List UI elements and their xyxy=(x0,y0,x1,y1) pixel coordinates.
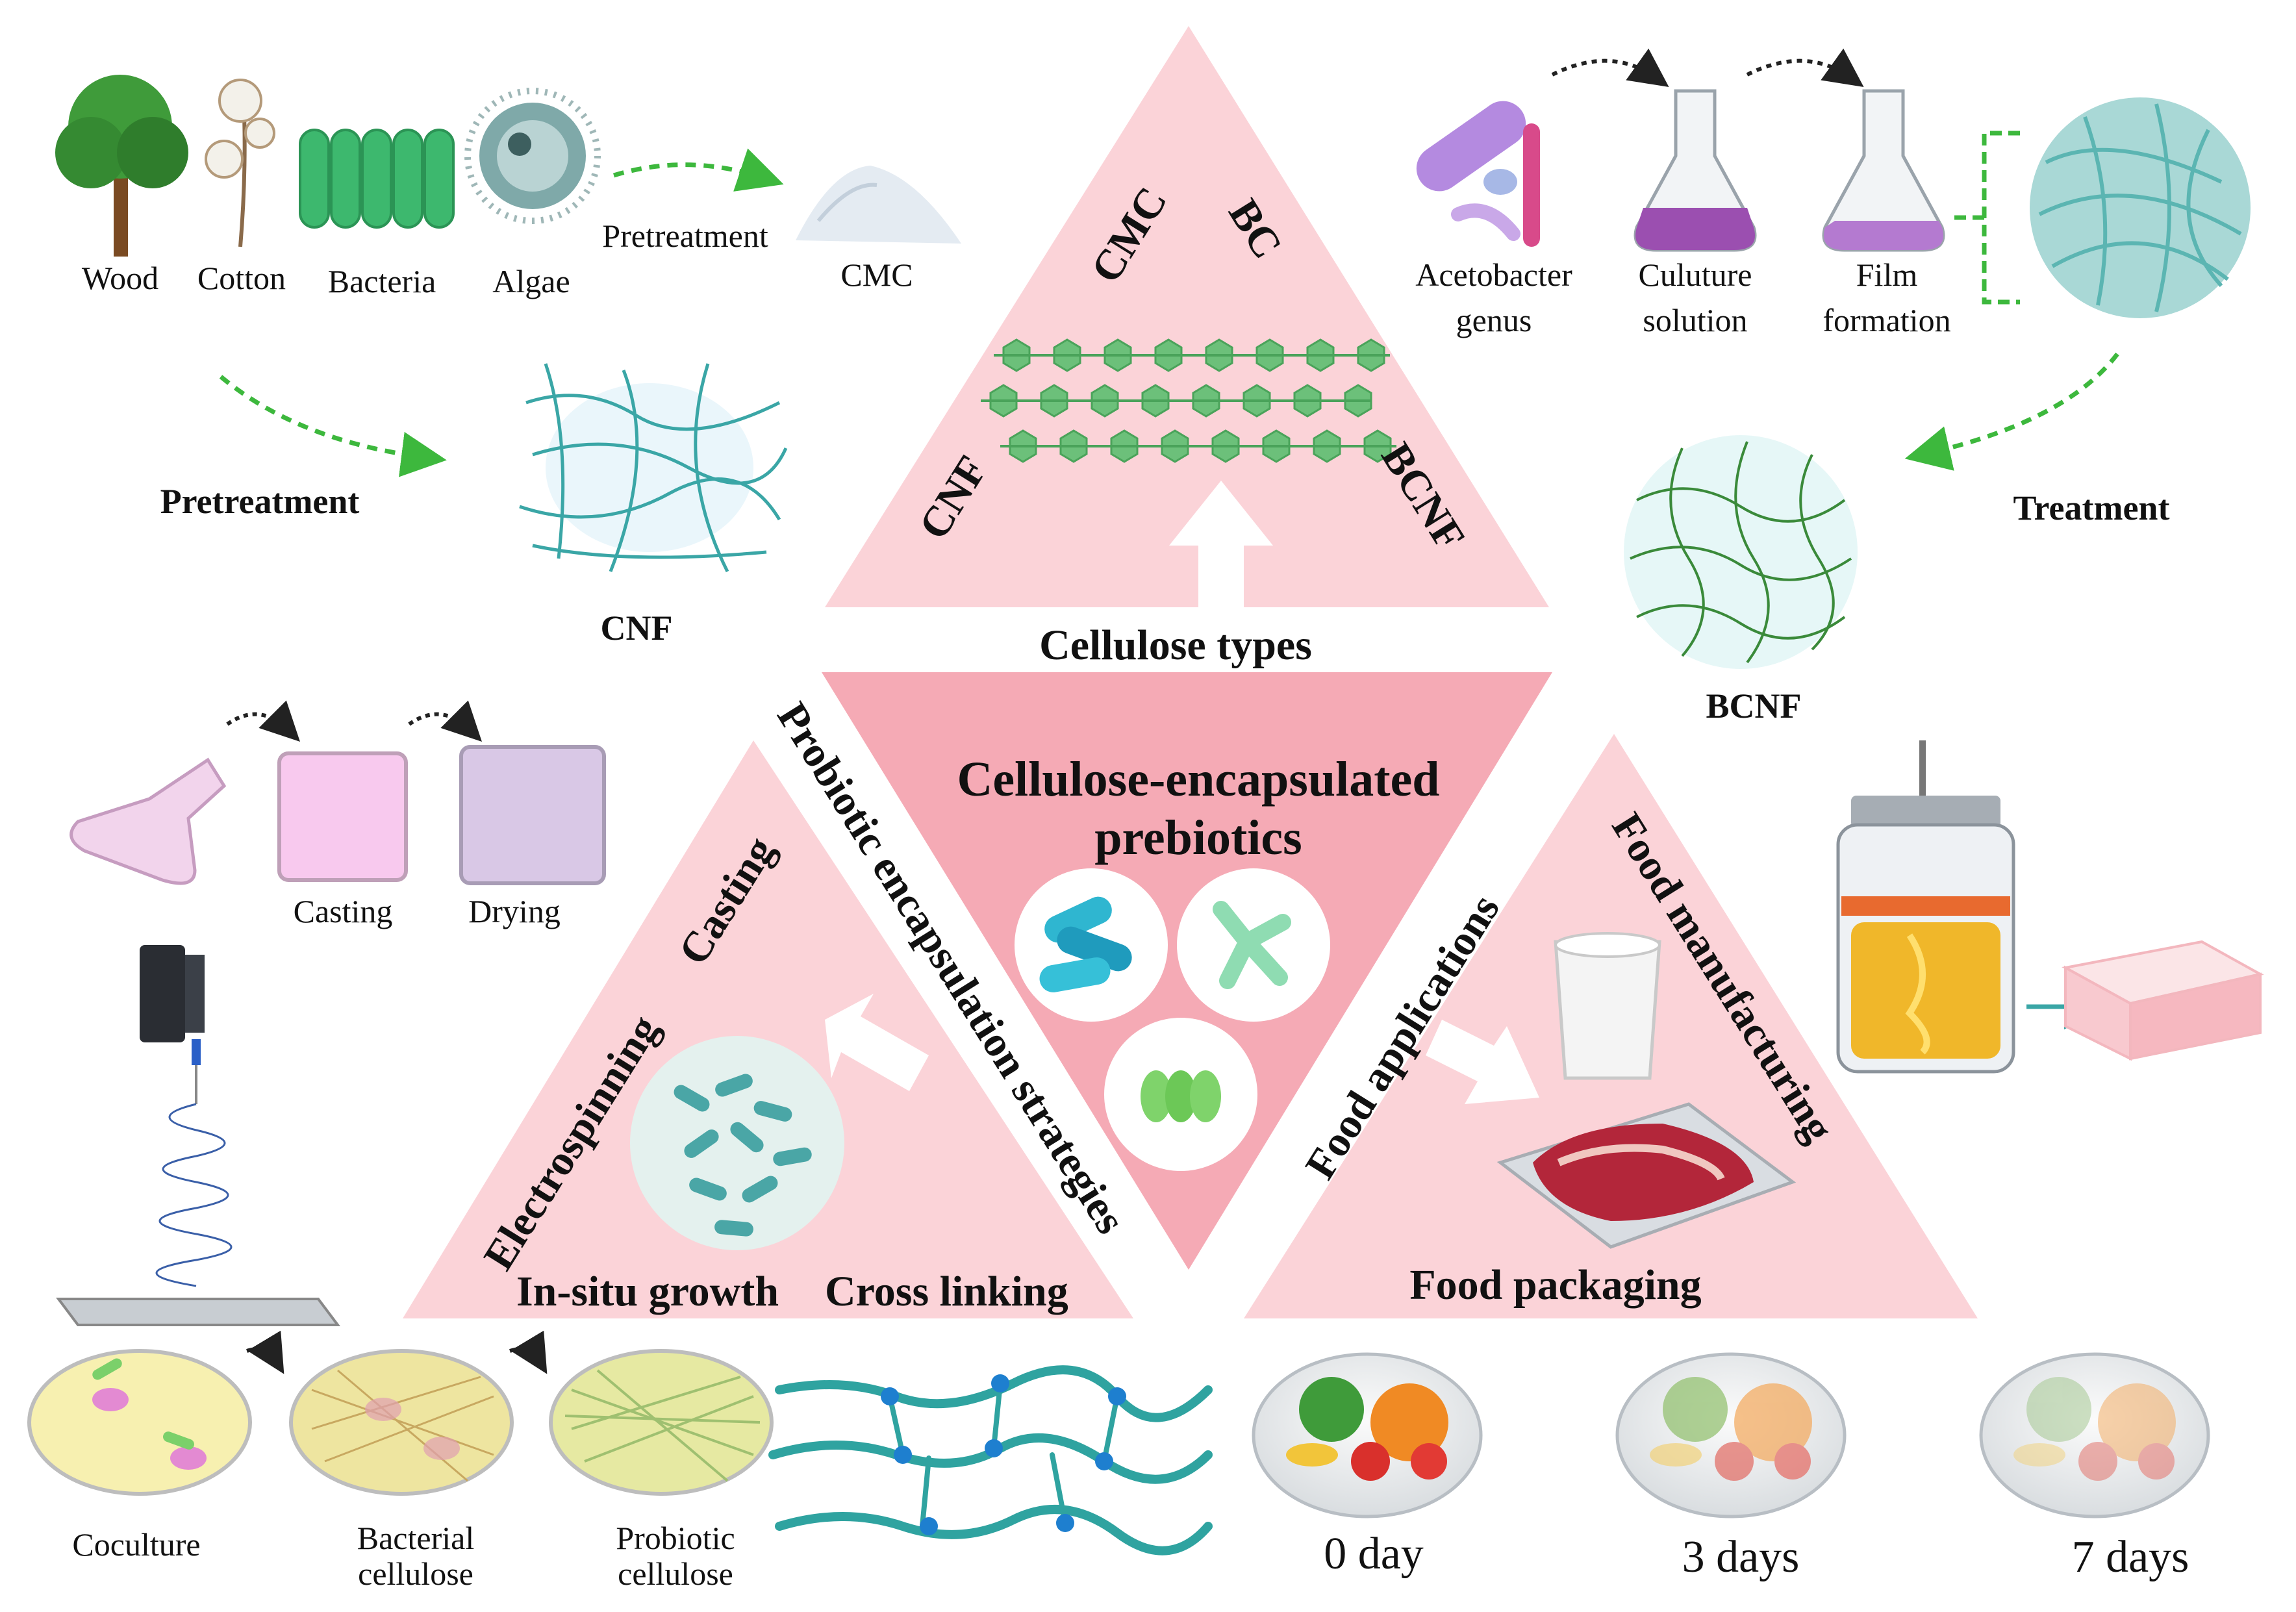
probiotic-line1: Probiotic xyxy=(616,1520,735,1556)
cnf-label: CNF xyxy=(601,609,673,648)
food-plate-7-days-icon xyxy=(1979,1352,2210,1518)
arrow-to-probiotic xyxy=(509,1330,548,1374)
probiotic-green-branch-icon xyxy=(1177,868,1330,1022)
coculture-dish-icon xyxy=(27,1349,252,1496)
left-arrow-icon xyxy=(825,994,929,1091)
casting-step-label: Casting xyxy=(294,893,393,929)
film-line1: Film xyxy=(1856,257,1918,293)
drying-step-label: Drying xyxy=(468,893,561,929)
pretreatment-top: Pretreatment xyxy=(602,218,768,254)
treatment-label: Treatment xyxy=(2013,488,2170,527)
day-0-label: 0 day xyxy=(1324,1529,1424,1579)
day-7-label: 7 days xyxy=(2072,1532,2189,1582)
bacterial-line2: cellulose xyxy=(358,1555,473,1592)
cellulose-chain-icon xyxy=(981,338,1396,463)
center-triangle: Cellulose-encapsulated prebiotics xyxy=(822,672,1552,1270)
bacterial-line1: Bacterial xyxy=(357,1520,474,1556)
food-plate-3-days-icon xyxy=(1615,1352,1847,1518)
bcnf-label: BCNF xyxy=(1706,686,1802,725)
drying-film-icon xyxy=(459,745,606,885)
source-algae: Algae xyxy=(492,263,570,299)
cnf-fibers-icon xyxy=(519,363,788,573)
arrow-to-cnf xyxy=(219,375,447,477)
electrospinning-syringe-icon xyxy=(56,945,340,1326)
probiotic-line2: cellulose xyxy=(618,1555,733,1592)
culture-line1: Culuture xyxy=(1639,257,1752,293)
pretreatment-left: Pretreatment xyxy=(160,482,360,521)
arrow-to-film xyxy=(1746,48,1864,87)
bcnf-network-icon xyxy=(1624,435,1858,669)
encapsulated-bacteria-icon xyxy=(630,1036,844,1250)
bioreactor-icon xyxy=(1836,740,2015,1074)
food-packaging-label: Food packaging xyxy=(1409,1261,1701,1309)
arrow-to-cmc xyxy=(612,148,784,192)
film-flask-icon xyxy=(1822,89,1945,252)
probiotic-blue-icon xyxy=(1015,868,1168,1022)
source-cotton: Cotton xyxy=(197,260,286,296)
cmc-powder-icon xyxy=(796,166,961,244)
left-tri-in-situ: In-situ growth xyxy=(516,1268,779,1315)
film-line2: formation xyxy=(1823,302,1950,338)
arrow-to-bacterial xyxy=(246,1330,284,1374)
wood-tree-icon xyxy=(55,75,188,257)
right-arrow-icon xyxy=(1426,1020,1539,1104)
milk-glass-icon xyxy=(1554,932,1661,1080)
cotton-icon xyxy=(205,79,275,247)
day-3-label: 3 days xyxy=(1682,1532,1800,1582)
up-arrow-icon xyxy=(1169,481,1273,607)
acetobacter-line2: genus xyxy=(1456,302,1532,338)
source-bacteria: Bacteria xyxy=(328,263,436,299)
food-plate-0-day-icon xyxy=(1252,1352,1483,1518)
probiotic-cellulose-dish-icon xyxy=(549,1349,774,1496)
bc-membrane-icon xyxy=(2030,97,2251,318)
cmc-label: CMC xyxy=(840,257,913,293)
culture-line2: solution xyxy=(1643,302,1747,338)
casting-film-icon xyxy=(277,751,408,882)
meat-package-icon xyxy=(1496,1102,1797,1249)
cellulose-types-title: Cellulose types xyxy=(1039,622,1312,669)
center-title-line1: Cellulose-encapsulated xyxy=(957,752,1439,807)
arrow-to-casting xyxy=(226,700,300,742)
algae-icon xyxy=(464,88,601,224)
cheese-blocks-icon xyxy=(2062,940,2264,1061)
culture-flask-icon xyxy=(1634,89,1757,252)
source-wood: Wood xyxy=(82,260,158,296)
bracket-icon xyxy=(1949,131,2020,305)
coculture-label: Coculture xyxy=(72,1526,200,1563)
top-triangle: CMC BC CNF BCNF Cellulose types xyxy=(825,26,1549,669)
acetobacter-line1: Acetobacter xyxy=(1415,257,1572,293)
arrow-to-bcnf xyxy=(1904,352,2119,471)
crosslink-nodes-icon xyxy=(881,1374,1126,1535)
bacteria-rods-icon xyxy=(299,129,455,229)
pink-flask-icon xyxy=(69,757,227,885)
probiotic-green-rods-icon xyxy=(1104,1018,1257,1171)
center-title-line2: prebiotics xyxy=(1094,811,1302,865)
arrow-to-culture xyxy=(1551,48,1669,87)
left-tri-cross-linking: Cross linking xyxy=(825,1268,1068,1315)
crosslinked-network-icon xyxy=(768,1365,1213,1555)
bacterial-cellulose-dish-icon xyxy=(289,1349,514,1496)
arrow-to-drying xyxy=(408,700,482,742)
acetobacter-icon xyxy=(1416,101,1540,247)
